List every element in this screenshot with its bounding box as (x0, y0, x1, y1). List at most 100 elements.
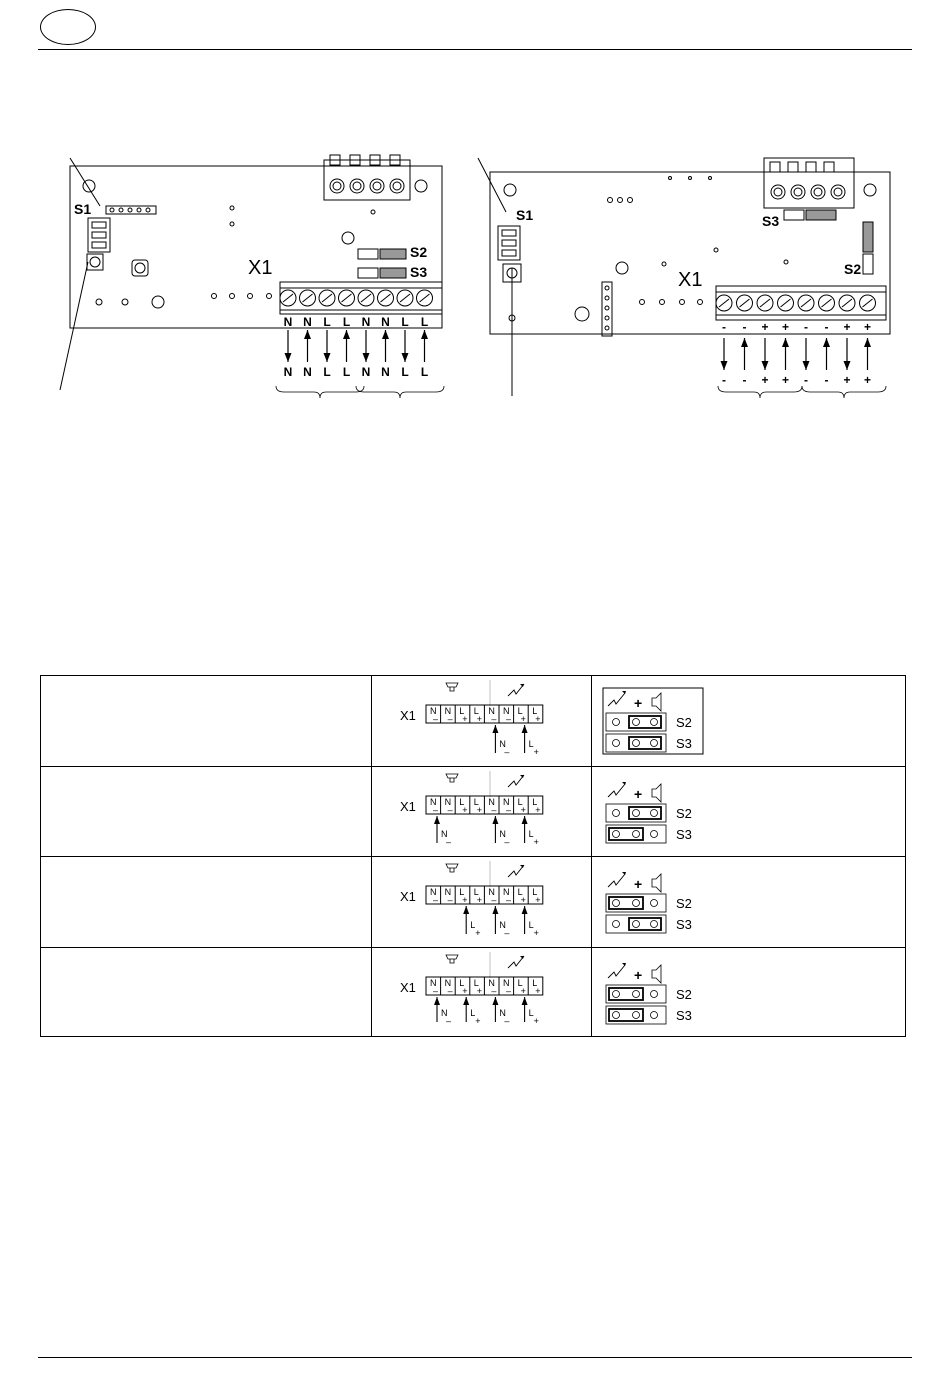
terminal-cell-sign: – (448, 986, 453, 996)
bottom-label: + (843, 373, 850, 387)
terminal-label: N (303, 315, 312, 329)
jumper-s2 (605, 803, 667, 823)
terminal-screw (318, 289, 336, 307)
bottom-label: L (343, 365, 350, 379)
arrow-down (802, 361, 810, 370)
terminal-cell-sign: – (506, 895, 511, 905)
jumper-pin (650, 990, 658, 998)
arrow-up (492, 816, 499, 824)
wire-label: L (470, 920, 475, 930)
jumper-cap (628, 736, 662, 750)
terminal-label: L (343, 315, 350, 329)
speaker-icon (651, 692, 662, 712)
jumper-pin (632, 809, 640, 817)
terminal-cell-label: N (445, 978, 452, 988)
jumper-pin (650, 899, 658, 907)
terminal-screw (416, 289, 433, 307)
jumper-cap (608, 827, 644, 841)
terminal-cell-label: N (430, 797, 437, 807)
wire-label: N (499, 920, 506, 930)
terminal-cell-sign: + (535, 805, 540, 815)
left-s1-label: S1 (74, 201, 91, 217)
terminal-cell-label: L (518, 797, 523, 807)
jumper-pin (650, 830, 658, 838)
right-s2-label: S2 (844, 261, 861, 277)
arrow-up (492, 725, 499, 733)
arrow-down (843, 361, 851, 370)
wire-sign: – (446, 837, 451, 847)
left-s3-label: S3 (410, 264, 427, 280)
terminal-screw (357, 289, 375, 307)
jumper-cap (628, 715, 662, 729)
jumper-cap (608, 1008, 644, 1022)
terminal-cell-label: L (518, 887, 523, 897)
arrow-down (720, 361, 728, 370)
wire-sign: + (475, 928, 480, 938)
jumper-pin (650, 739, 658, 747)
x1-label: X1 (400, 708, 416, 723)
terminal-label: - (743, 320, 747, 334)
jumper-pin (632, 990, 640, 998)
arrow-up (434, 997, 440, 1005)
terminal-cell-sign: – (433, 895, 438, 905)
arrow-up (382, 330, 389, 339)
speaker-icon (651, 964, 662, 984)
terminal-cell-sign: + (521, 714, 526, 724)
terminal-cell-sign: + (477, 805, 482, 815)
arrow-up (304, 330, 311, 339)
terminal-cell-label: L (474, 978, 479, 988)
terminal-cell-label: N (488, 978, 495, 988)
terminal-cell-sign: – (433, 805, 438, 815)
terminal-cell-sign: + (477, 895, 482, 905)
plus-sign: + (634, 967, 642, 983)
jumper-cap (628, 917, 662, 931)
terminal-cell-sign: – (491, 895, 496, 905)
terminal-label: N (362, 315, 371, 329)
jumper-pin (632, 718, 640, 726)
terminal-cell-sign: + (535, 895, 540, 905)
bottom-label: N (303, 365, 312, 379)
signal-icon (607, 691, 626, 707)
wire-sign: + (534, 837, 539, 847)
terminal-cell-sign: + (521, 805, 526, 815)
bottom-label: + (782, 373, 789, 387)
jumper-pin (612, 718, 620, 726)
wire-label: N (441, 1008, 448, 1018)
terminal-screw (818, 294, 835, 312)
speaker-icon (651, 783, 662, 803)
bottom-label: L (401, 365, 408, 379)
bottom-label: - (722, 373, 726, 387)
terminal-cell-sign: – (491, 805, 496, 815)
signal-icon (507, 864, 525, 878)
signal-icon (507, 774, 525, 788)
terminal-cell-label: N (503, 887, 510, 897)
wire-sign: + (534, 747, 539, 757)
terminal-label: L (401, 315, 408, 329)
terminal-screw (715, 294, 733, 312)
jumper-s3 (605, 1005, 667, 1025)
right-x1-label: X1 (678, 269, 702, 291)
jumper-cap (608, 896, 644, 910)
terminal-label: + (864, 320, 871, 334)
wire-sign: – (446, 1016, 451, 1026)
speaker-icon (445, 863, 459, 873)
terminal-cell-sign: + (521, 986, 526, 996)
terminal-cell-sign: – (433, 714, 438, 724)
terminal-cell-label: L (459, 706, 464, 716)
speaker-icon (651, 873, 662, 893)
terminal-cell-label: N (488, 706, 495, 716)
jumper-pin (650, 718, 658, 726)
terminal-screw (838, 294, 856, 312)
terminal-cell-label: L (459, 978, 464, 988)
signal-icon (607, 782, 626, 798)
bottom-label: L (421, 365, 428, 379)
jumper-pin (612, 990, 620, 998)
terminal-cell-sign: – (506, 986, 511, 996)
